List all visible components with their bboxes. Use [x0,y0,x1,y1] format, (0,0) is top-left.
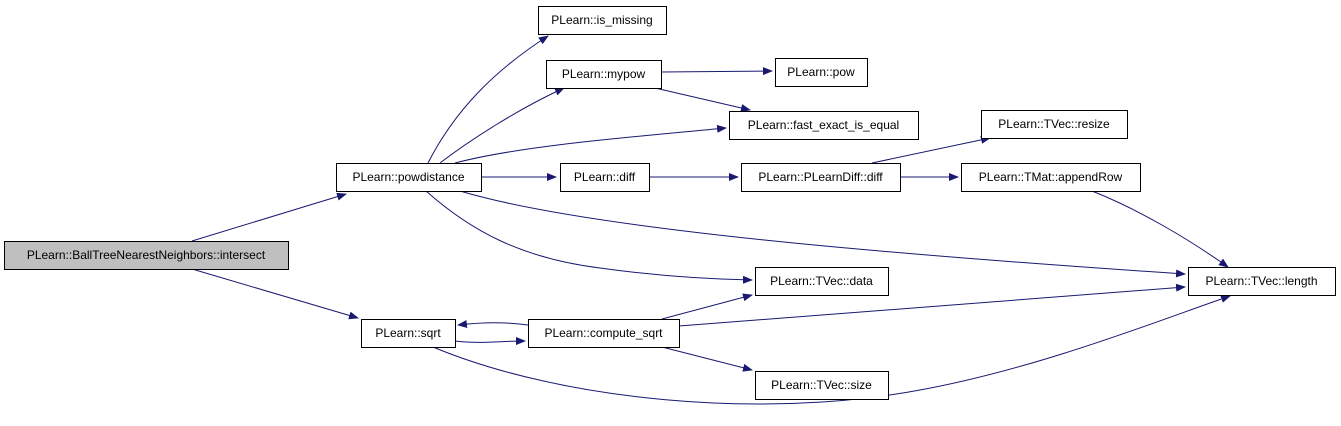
edge-mypow-to-fast_exact_is_equal [654,87,751,112]
node-label-diff: PLearn::diff [574,170,636,184]
node-label-tvec_length: PLearn::TVec::length [1205,274,1317,288]
node-box-pow[interactable] [775,58,868,87]
edge-powdistance-to-is_missing [427,35,549,164]
node-tvec_length[interactable]: PLearn::TVec::length [1188,267,1336,296]
edge-sqrt-to-tvec_length [432,295,1231,405]
node-box-powdistance[interactable] [336,163,482,192]
node-tvec_size[interactable]: PLearn::TVec::size [755,371,889,400]
node-box-tvec_size[interactable] [755,371,889,400]
nodes: PLearn::BallTreeNearestNeighbors::inters… [4,6,1336,400]
edge-compute_sqrt-to-sqrt [457,320,529,328]
node-label-tvec_resize: PLearn::TVec::resize [998,117,1110,131]
node-label-mypow: PLearn::mypow [562,67,646,81]
node-mypow[interactable]: PLearn::mypow [546,60,662,89]
edge-powdistance-to-tvec_length [459,190,1186,278]
node-label-tvec_size: PLearn::TVec::size [771,378,872,392]
edge-compute_sqrt-to-tvec_size [661,346,753,372]
node-box-tmat_appendrow[interactable] [961,163,1141,192]
edge-compute_sqrt-to-tvec_length [678,283,1186,327]
node-label-powdistance: PLearn::powdistance [352,170,464,184]
node-label-plearndiff_diff: PLearn::PLearnDiff::diff [758,170,883,184]
node-label-sqrt: PLearn::sqrt [375,326,441,340]
node-label-is_missing: PLearn::is_missing [551,13,652,27]
edge-intersect-to-sqrt [191,268,359,320]
edge-plearndiff_diff-to-tvec_resize [871,135,991,164]
node-diff[interactable]: PLearn::diff [560,163,650,192]
node-is_missing[interactable]: PLearn::is_missing [538,6,667,35]
node-label-fast_exact_is_equal: PLearn::fast_exact_is_equal [748,118,899,132]
node-box-compute_sqrt[interactable] [528,319,680,348]
node-label-intersect: PLearn::BallTreeNearestNeighbors::inters… [27,248,266,262]
node-label-compute_sqrt: PLearn::compute_sqrt [544,326,663,340]
edge-intersect-to-powdistance [191,192,347,242]
node-box-intersect[interactable] [4,241,289,270]
edge-sqrt-to-compute_sqrt [454,337,526,346]
node-box-fast_exact_is_equal[interactable] [729,111,919,140]
edge-mypow-to-pow [660,67,773,76]
node-box-plearndiff_diff[interactable] [741,163,901,192]
node-pow[interactable]: PLearn::pow [775,58,868,87]
node-box-mypow[interactable] [546,60,662,89]
node-sqrt[interactable]: PLearn::sqrt [361,319,456,348]
node-tmat_appendrow[interactable]: PLearn::TMat::appendRow [961,163,1141,192]
node-compute_sqrt[interactable]: PLearn::compute_sqrt [528,319,680,348]
node-label-tmat_appendrow: PLearn::TMat::appendRow [979,170,1123,184]
node-plearndiff_diff[interactable]: PLearn::PLearnDiff::diff [741,163,901,192]
edge-powdistance-to-mypow [439,87,565,164]
node-box-sqrt[interactable] [361,319,456,348]
node-fast_exact_is_equal[interactable]: PLearn::fast_exact_is_equal [729,111,919,140]
node-label-pow: PLearn::pow [787,65,855,79]
edge-compute_sqrt-to-tvec_data [661,293,753,320]
node-box-tvec_resize[interactable] [981,110,1128,139]
node-box-tvec_length[interactable] [1188,267,1336,296]
node-powdistance[interactable]: PLearn::powdistance [336,163,482,192]
edges [191,35,1231,405]
edge-powdistance-to-fast_exact_is_equal [454,124,727,164]
node-box-tvec_data[interactable] [755,267,889,296]
edge-tmat_appendrow-to-tvec_length [1091,190,1229,268]
node-tvec_resize[interactable]: PLearn::TVec::resize [981,110,1128,139]
node-box-diff[interactable] [560,163,650,192]
node-tvec_data[interactable]: PLearn::TVec::data [755,267,889,296]
edge-powdistance-to-tvec_data [425,190,753,284]
node-intersect[interactable]: PLearn::BallTreeNearestNeighbors::inters… [4,241,289,270]
node-label-tvec_data: PLearn::TVec::data [770,274,873,288]
node-box-is_missing[interactable] [538,6,667,35]
